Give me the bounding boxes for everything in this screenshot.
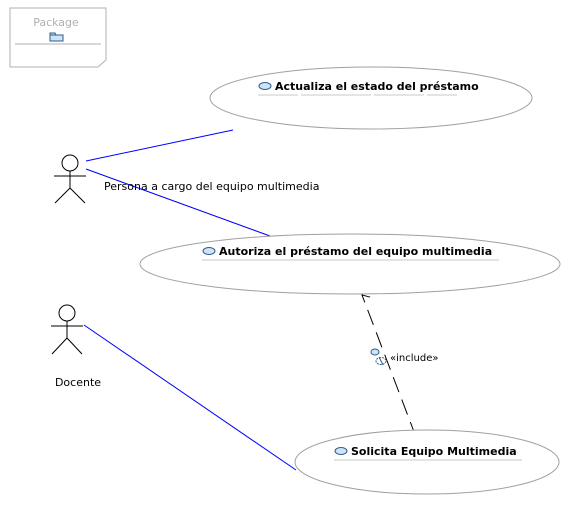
- use-case-icon: [334, 447, 348, 455]
- use-case-actualiza[interactable]: Actualiza el estado del préstamo: [209, 66, 533, 130]
- folder-icon: [49, 32, 64, 42]
- association-line[interactable]: [85, 129, 234, 162]
- actor-docente[interactable]: Docente: [51, 304, 101, 389]
- use-case-icon: [258, 82, 272, 90]
- actor-label: Docente: [55, 376, 101, 389]
- use-case-label: Actualiza el estado del préstamo: [275, 80, 479, 93]
- use-case-icon: [202, 247, 216, 255]
- association-line[interactable]: [85, 168, 271, 237]
- package-element[interactable]: Package: [9, 7, 107, 68]
- actor-persona[interactable]: Persona a cargo del equipo multimedia: [54, 154, 319, 204]
- use-case-autoriza[interactable]: Autoriza el préstamo del equipo multimed…: [139, 233, 561, 295]
- association-line[interactable]: [83, 324, 297, 471]
- use-case-solicita[interactable]: Solicita Equipo Multimedia: [294, 429, 560, 495]
- package-label: Package: [33, 16, 79, 29]
- include-label: «include»: [390, 353, 438, 364]
- dependency-icon: [370, 348, 387, 366]
- include-dependency-line[interactable]: [362, 295, 417, 438]
- stick-figure-icon: [51, 304, 83, 355]
- use-case-label: Solicita Equipo Multimedia: [351, 445, 517, 458]
- use-case-label: Autoriza el préstamo del equipo multimed…: [219, 245, 492, 258]
- include-stereotype: «include»: [370, 348, 438, 366]
- stick-figure-icon: [54, 154, 86, 204]
- actor-label: Persona a cargo del equipo multimedia: [104, 180, 319, 193]
